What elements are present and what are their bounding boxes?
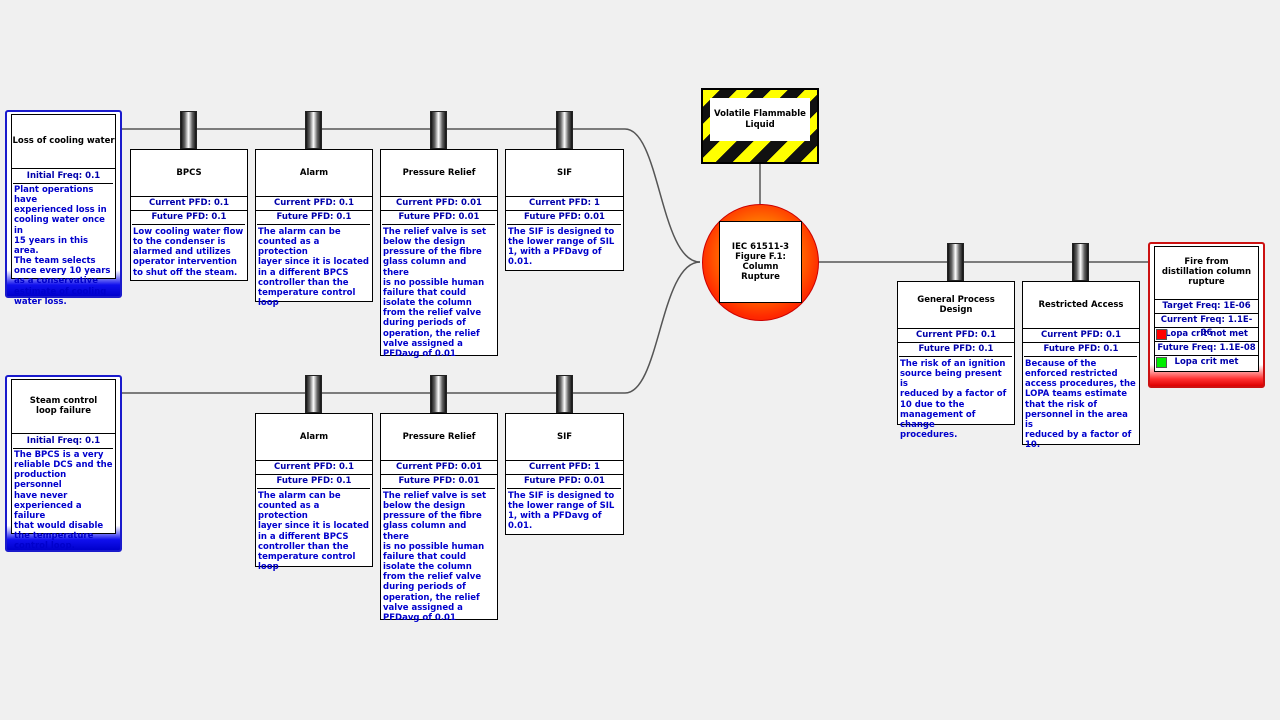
initiating-event-loss-of-cooling-water[interactable]: Loss of cooling water Initial Freq: 0.1 … [5,110,122,307]
barrier-connector-alarm [305,111,322,149]
current-pfd: Current PFD: 0.1 [131,196,247,210]
layer-title: Alarm [299,432,329,443]
current-pfd: Current PFD: 1 [506,460,623,474]
future-pfd: Future PFD: 0.1 [131,210,247,224]
initial-frequency: Initial Freq: 0.1 [12,433,115,448]
protection-layer-pressure-relief-2[interactable]: Pressure Relief Current PFD: 0.01 Future… [380,413,498,623]
layer-description: The alarm can be counted as a protection… [257,224,370,308]
status-indicator-red [1156,329,1167,340]
future-pfd: Future PFD: 0.01 [381,474,497,488]
layer-description: The SIF is designed to the lower range o… [507,224,621,268]
layer-description: The relief valve is set below the design… [382,488,495,623]
current-pfd: Current PFD: 0.1 [898,328,1014,342]
consequence-box[interactable]: Fire from distillation column rupture Ta… [1148,242,1265,388]
barrier-connector-pressure-relief-2 [430,375,447,413]
future-status-row: Lopa crit met [1155,355,1258,369]
current-pfd: Current PFD: 0.01 [381,460,497,474]
initiating-event-description: Plant operations have experienced loss i… [13,183,113,307]
initiating-event-description: The BPCS is a very reliable DCS and the … [13,448,113,552]
current-pfd: Current PFD: 0.1 [1023,328,1139,342]
protection-layer-bpcs[interactable]: BPCS Current PFD: 0.1 Future PFD: 0.1 Lo… [130,149,248,281]
layer-title: SIF [556,168,573,179]
barrier-connector-sif-2 [556,375,573,413]
layer-description: The risk of an ignition source being pre… [899,356,1012,440]
barrier-connector-sif [556,111,573,149]
hazard-label: Volatile Flammable Liquid [710,98,810,141]
current-pfd: Current PFD: 0.1 [256,196,372,210]
status-indicator-green [1156,357,1167,368]
threat-line-2 [122,261,701,394]
future-pfd: Future PFD: 0.1 [1023,342,1139,356]
protection-layer-alarm-2[interactable]: Alarm Current PFD: 0.1 Future PFD: 0.1 T… [255,413,373,572]
consequence-title: Fire from distillation column rupture [1161,257,1252,287]
layer-title: Pressure Relief [402,432,476,443]
protection-layer-alarm[interactable]: Alarm Current PFD: 0.1 Future PFD: 0.1 T… [255,149,373,308]
target-frequency: Target Freq: 1E-06 [1155,299,1258,313]
future-pfd: Future PFD: 0.01 [506,210,623,224]
initiating-event-title: Loss of cooling water [12,135,115,146]
future-pfd: Future PFD: 0.01 [506,474,623,488]
layer-title: Pressure Relief [402,168,476,179]
barrier-connector-general-process-design [947,243,964,281]
layer-title: SIF [556,432,573,443]
barrier-connector-alarm-2 [305,375,322,413]
layer-description: The alarm can be counted as a protection… [257,488,370,572]
barrier-connector-bpcs [180,111,197,149]
current-pfd: Current PFD: 0.1 [256,460,372,474]
layer-description: The SIF is designed to the lower range o… [507,488,621,532]
threat-line-1 [122,128,701,263]
barrier-connector-restricted-access [1072,243,1089,281]
current-status-row: Lopa crit not met [1155,327,1258,341]
layer-title: General Process Design [917,295,995,315]
protection-layer-sif-2[interactable]: SIF Current PFD: 1 Future PFD: 0.01 The … [505,413,624,535]
initiating-event-title: Steam control loop failure [29,395,98,416]
top-event-label: IEC 61511-3 Figure F.1: Column Rupture [719,221,802,303]
mitigation-layer-restricted-access[interactable]: Restricted Access Current PFD: 0.1 Futur… [1022,281,1140,450]
protection-layer-pressure-relief[interactable]: Pressure Relief Current PFD: 0.01 Future… [380,149,498,359]
barrier-connector-pressure-relief [430,111,447,149]
initiating-event-steam-control-loop-failure[interactable]: Steam control loop failure Initial Freq:… [5,375,122,552]
initial-frequency: Initial Freq: 0.1 [12,168,115,183]
future-pfd: Future PFD: 0.1 [256,474,372,488]
layer-title: BPCS [176,168,202,179]
current-frequency: Current Freq: 1.1E-06 [1155,313,1258,338]
future-status-text: Lopa crit met [1174,357,1239,367]
future-frequency: Future Freq: 1.1E-08 [1155,341,1258,355]
layer-title: Restricted Access [1038,300,1124,311]
future-pfd: Future PFD: 0.01 [381,210,497,224]
hazard-box[interactable]: Volatile Flammable Liquid [701,88,819,164]
layer-description: The relief valve is set below the design… [382,224,495,359]
current-status-text: Lopa crit not met [1165,329,1248,339]
layer-description: Low cooling water flow to the condenser … [132,224,245,278]
future-pfd: Future PFD: 0.1 [898,342,1014,356]
layer-description: Because of the enforced restricted acces… [1024,356,1137,450]
layer-title: Alarm [299,168,329,179]
mitigation-layer-general-process-design[interactable]: General Process Design Current PFD: 0.1 … [897,281,1015,440]
current-pfd: Current PFD: 0.01 [381,196,497,210]
protection-layer-sif[interactable]: SIF Current PFD: 1 Future PFD: 0.01 The … [505,149,624,271]
current-pfd: Current PFD: 1 [506,196,623,210]
future-pfd: Future PFD: 0.1 [256,210,372,224]
